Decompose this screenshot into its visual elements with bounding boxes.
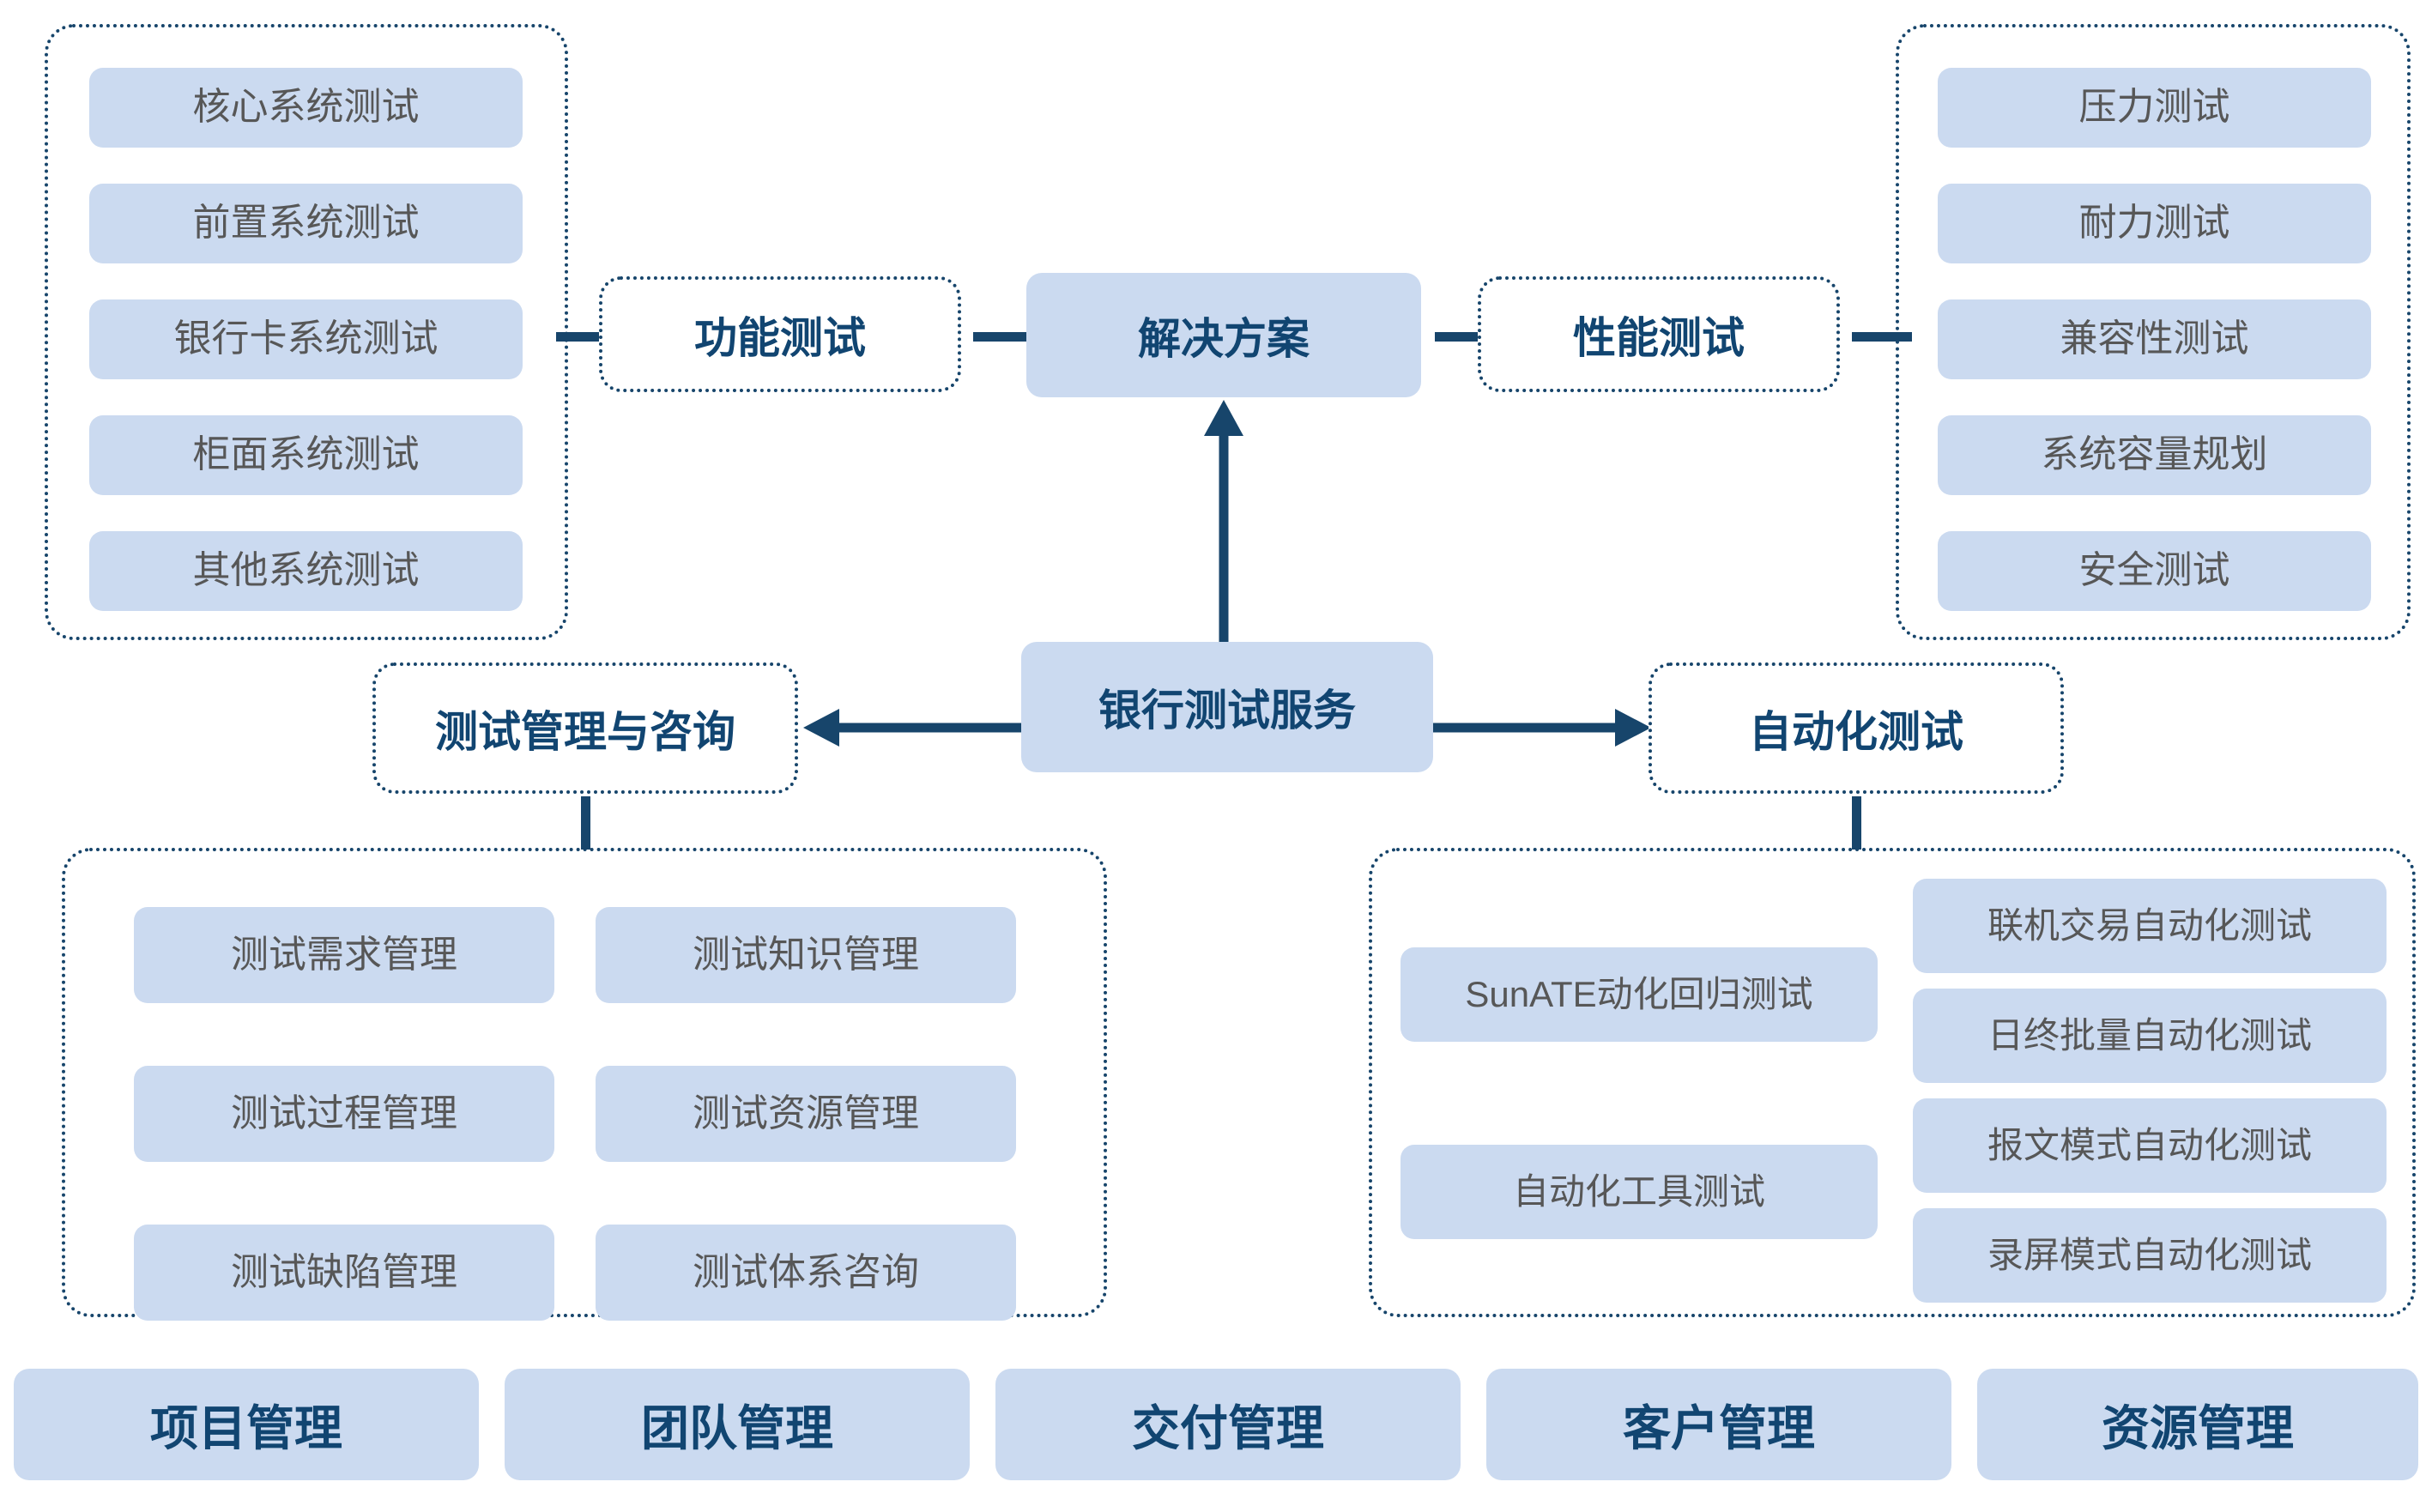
footer-item-2[interactable]: 交付管理 xyxy=(995,1369,1461,1480)
chip-functional-3[interactable]: 柜面系统测试 xyxy=(89,415,523,495)
performance-test-panel: 压力测试 耐力测试 兼容性测试 系统容量规划 安全测试 xyxy=(1896,24,2411,640)
chip-performance-2[interactable]: 兼容性测试 xyxy=(1938,299,2371,379)
branch-functional-label: 功能测试 xyxy=(694,313,866,362)
connector-functional-left xyxy=(556,332,616,342)
chip-functional-2[interactable]: 银行卡系统测试 xyxy=(89,299,523,379)
node-root-label: 银行测试服务 xyxy=(1098,686,1356,735)
chip-performance-3[interactable]: 系统容量规划 xyxy=(1938,415,2371,495)
chip-performance-0[interactable]: 压力测试 xyxy=(1938,68,2371,148)
footer-item-1[interactable]: 团队管理 xyxy=(505,1369,970,1480)
footer-item-0[interactable]: 项目管理 xyxy=(14,1369,479,1480)
arrow-root-to-solution xyxy=(1204,400,1243,669)
automation-panel: SunATE动化回归测试 自动化工具测试 联机交易自动化测试 日终批量自动化测试… xyxy=(1369,848,2416,1317)
chip-management-r2[interactable]: 测试体系咨询 xyxy=(596,1225,1016,1321)
branch-performance-label: 性能测试 xyxy=(1573,313,1745,362)
connector-functional-right xyxy=(973,332,1033,342)
chip-automation-r3[interactable]: 录屏模式自动化测试 xyxy=(1913,1208,2387,1303)
arrow-root-to-automation xyxy=(1433,709,1651,747)
chip-functional-0[interactable]: 核心系统测试 xyxy=(89,68,523,148)
chip-functional-1[interactable]: 前置系统测试 xyxy=(89,184,523,263)
chip-management-r1[interactable]: 测试资源管理 xyxy=(596,1066,1016,1162)
chip-management-l2[interactable]: 测试缺陷管理 xyxy=(134,1225,554,1321)
footer-item-3[interactable]: 客户管理 xyxy=(1486,1369,1951,1480)
chip-management-r0[interactable]: 测试知识管理 xyxy=(596,907,1016,1003)
connector-performance-right xyxy=(1852,332,1912,342)
chip-automation-l0[interactable]: SunATE动化回归测试 xyxy=(1401,947,1878,1042)
arrow-root-to-management xyxy=(803,709,1021,747)
chip-management-l0[interactable]: 测试需求管理 xyxy=(134,907,554,1003)
chip-automation-l1[interactable]: 自动化工具测试 xyxy=(1401,1145,1878,1239)
connector-management-stem xyxy=(581,796,590,850)
node-solution[interactable]: 解决方案 xyxy=(1026,273,1421,397)
functional-test-panel: 核心系统测试 前置系统测试 银行卡系统测试 柜面系统测试 其他系统测试 xyxy=(45,24,568,640)
branch-performance[interactable]: 性能测试 xyxy=(1478,276,1840,392)
chip-automation-r1[interactable]: 日终批量自动化测试 xyxy=(1913,989,2387,1083)
branch-management[interactable]: 测试管理与咨询 xyxy=(372,662,798,794)
chip-functional-4[interactable]: 其他系统测试 xyxy=(89,531,523,611)
branch-automation[interactable]: 自动化测试 xyxy=(1649,662,2064,794)
chip-performance-1[interactable]: 耐力测试 xyxy=(1938,184,2371,263)
chip-management-l1[interactable]: 测试过程管理 xyxy=(134,1066,554,1162)
connector-automation-stem xyxy=(1852,796,1861,850)
node-solution-label: 解决方案 xyxy=(1138,314,1310,363)
branch-management-label: 测试管理与咨询 xyxy=(435,707,735,756)
branch-automation-label: 自动化测试 xyxy=(1749,707,1963,756)
node-root[interactable]: 银行测试服务 xyxy=(1021,642,1433,772)
branch-functional[interactable]: 功能测试 xyxy=(599,276,961,392)
chip-performance-4[interactable]: 安全测试 xyxy=(1938,531,2371,611)
chip-automation-r0[interactable]: 联机交易自动化测试 xyxy=(1913,879,2387,973)
connector-performance-left xyxy=(1435,332,1495,342)
footer-item-4[interactable]: 资源管理 xyxy=(1977,1369,2418,1480)
management-panel: 测试需求管理 测试过程管理 测试缺陷管理 测试知识管理 测试资源管理 测试体系咨… xyxy=(62,848,1107,1321)
chip-automation-r2[interactable]: 报文模式自动化测试 xyxy=(1913,1098,2387,1193)
